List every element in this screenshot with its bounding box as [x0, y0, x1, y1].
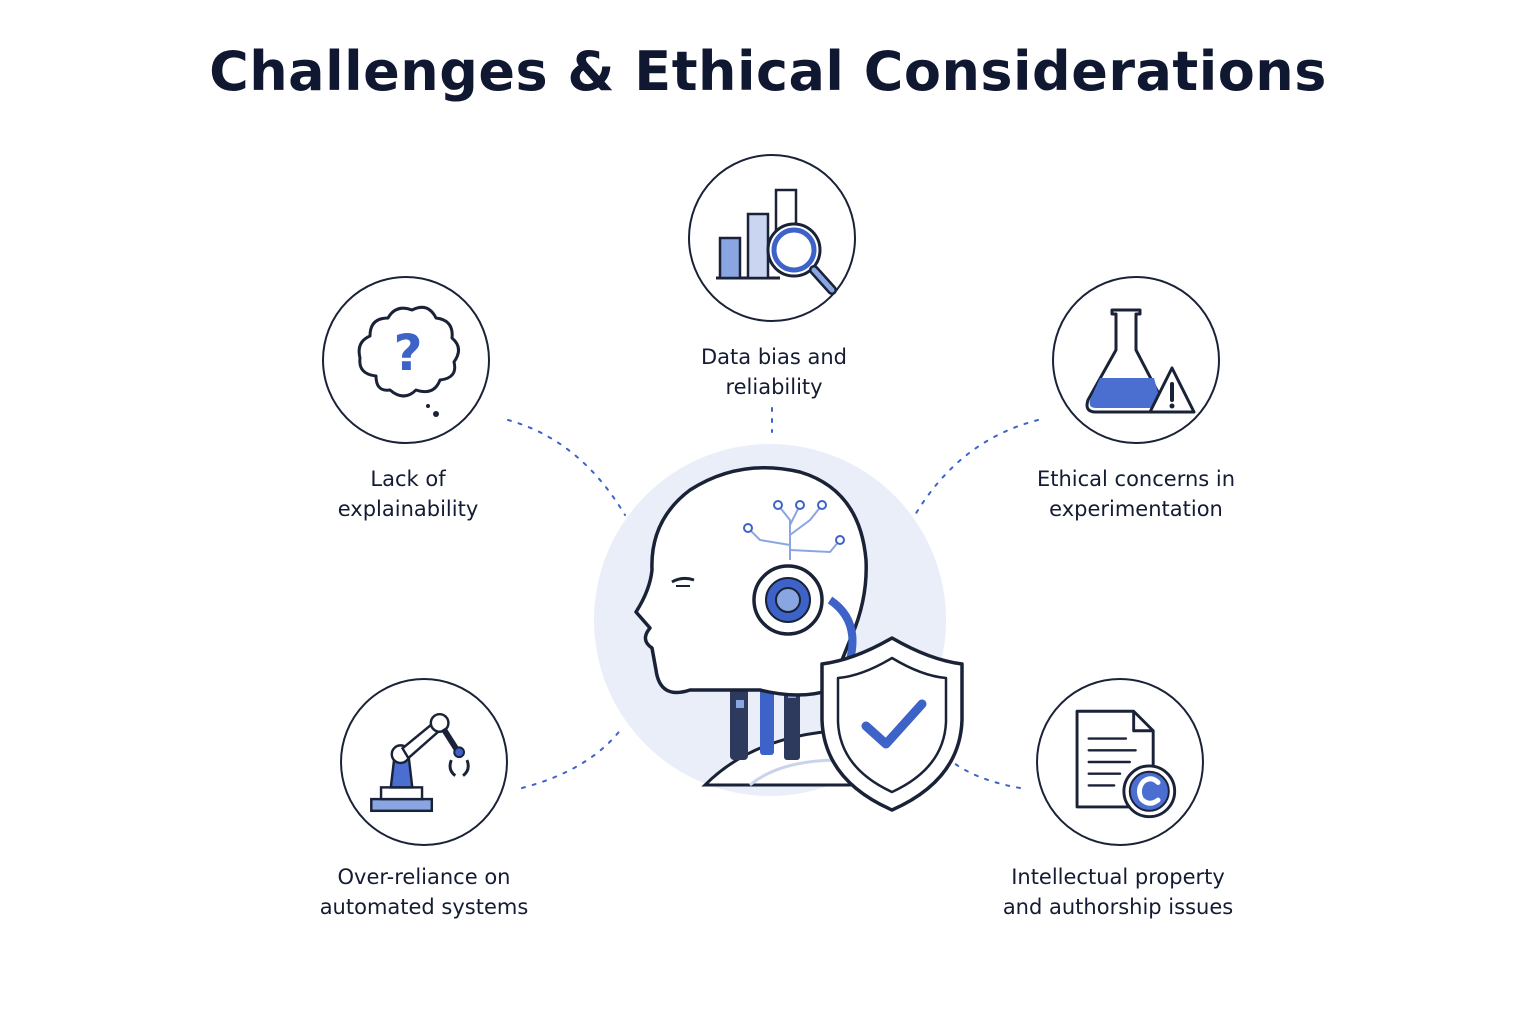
flask-warning-icon — [1085, 308, 1196, 414]
connector-over-reliance — [521, 727, 623, 789]
svg-text:?: ? — [393, 324, 422, 382]
label-intellectual-property: Intellectual property and authorship iss… — [1002, 865, 1234, 919]
connector-ip — [949, 759, 1021, 789]
label-over-reliance: Over-reliance on automated systems — [319, 865, 529, 919]
challenge-data-bias — [688, 154, 856, 322]
challenge-intellectual-property — [1036, 678, 1204, 846]
page-title: Challenges & Ethical Considerations — [209, 40, 1327, 103]
question-cloud-icon: ? — [357, 305, 460, 417]
challenge-over-reliance — [340, 678, 508, 846]
challenge-ethical — [1052, 276, 1220, 444]
connector-ethical — [914, 419, 1039, 516]
document-copyright-icon — [1075, 709, 1177, 819]
connector-explainability — [507, 419, 626, 516]
robotic-arm-icon — [370, 712, 470, 813]
challenge-explainability: ? — [322, 276, 490, 444]
label-explainability: Lack of explainability — [337, 467, 479, 521]
label-data-bias: Data bias and reliability — [701, 345, 847, 399]
bar-chart-magnifier-icon — [716, 188, 837, 295]
label-ethical: Ethical concerns in experimentation — [1036, 467, 1236, 521]
